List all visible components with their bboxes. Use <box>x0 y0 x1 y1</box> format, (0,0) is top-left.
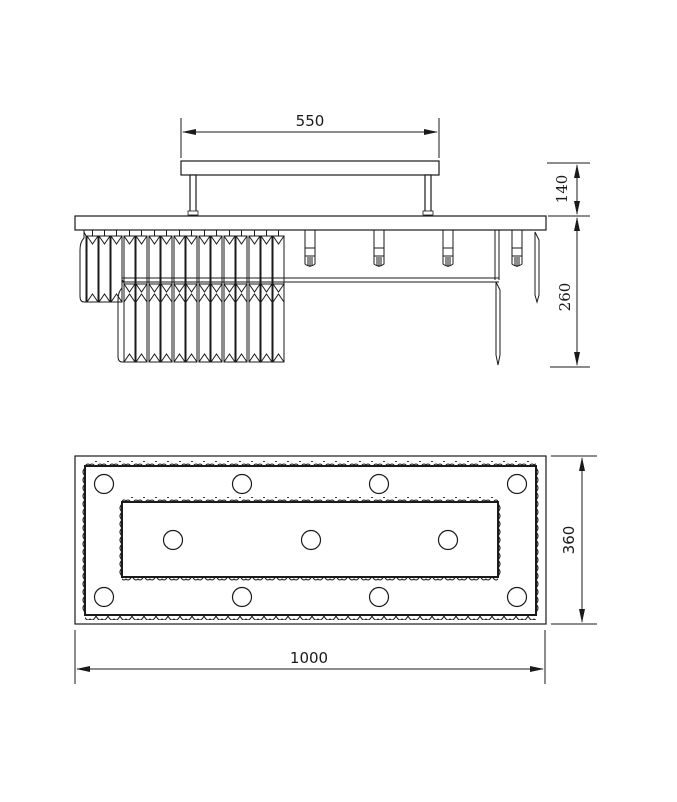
light-circle-icon <box>231 586 253 608</box>
inner-frame-bar <box>122 230 500 283</box>
light-circle-icon <box>506 473 528 495</box>
crystal-row-lower <box>117 278 285 363</box>
dimension-canopy-width: 550 <box>180 112 440 158</box>
bulb-sockets <box>304 229 523 267</box>
bulb-icon <box>442 229 454 267</box>
light-circle-icon <box>231 473 253 495</box>
dimension-label-360: 360 <box>560 526 578 555</box>
light-circle-icon <box>368 473 390 495</box>
outer-crystal-ring <box>82 461 539 620</box>
dimension-label-260: 260 <box>556 283 574 312</box>
dimension-length: 1000 <box>74 630 546 684</box>
side-view: 550 <box>74 112 590 368</box>
dimension-label-1000: 1000 <box>290 649 328 667</box>
inner-crystal-ring <box>119 497 501 582</box>
canopy-plate <box>180 160 440 176</box>
dimension-width: 360 <box>551 455 597 625</box>
light-circle-icon <box>300 529 322 551</box>
light-positions <box>93 473 528 608</box>
crystal-side-profile <box>495 231 540 366</box>
suspension-rods <box>187 174 434 216</box>
bulb-icon <box>304 229 316 267</box>
dimension-label-550: 550 <box>296 112 325 130</box>
bulb-icon <box>511 229 523 267</box>
dimension-heights: 140 260 <box>547 162 590 368</box>
frame-bar <box>74 215 547 231</box>
light-circle-icon <box>437 529 459 551</box>
top-view: 360 1000 <box>74 455 597 684</box>
light-circle-icon <box>162 529 184 551</box>
light-circle-icon <box>368 586 390 608</box>
light-circle-icon <box>506 586 528 608</box>
outer-frame <box>74 455 547 625</box>
dimension-label-140: 140 <box>553 175 571 204</box>
bulb-icon <box>373 229 385 267</box>
light-circle-icon <box>93 586 115 608</box>
light-circle-icon <box>93 473 115 495</box>
